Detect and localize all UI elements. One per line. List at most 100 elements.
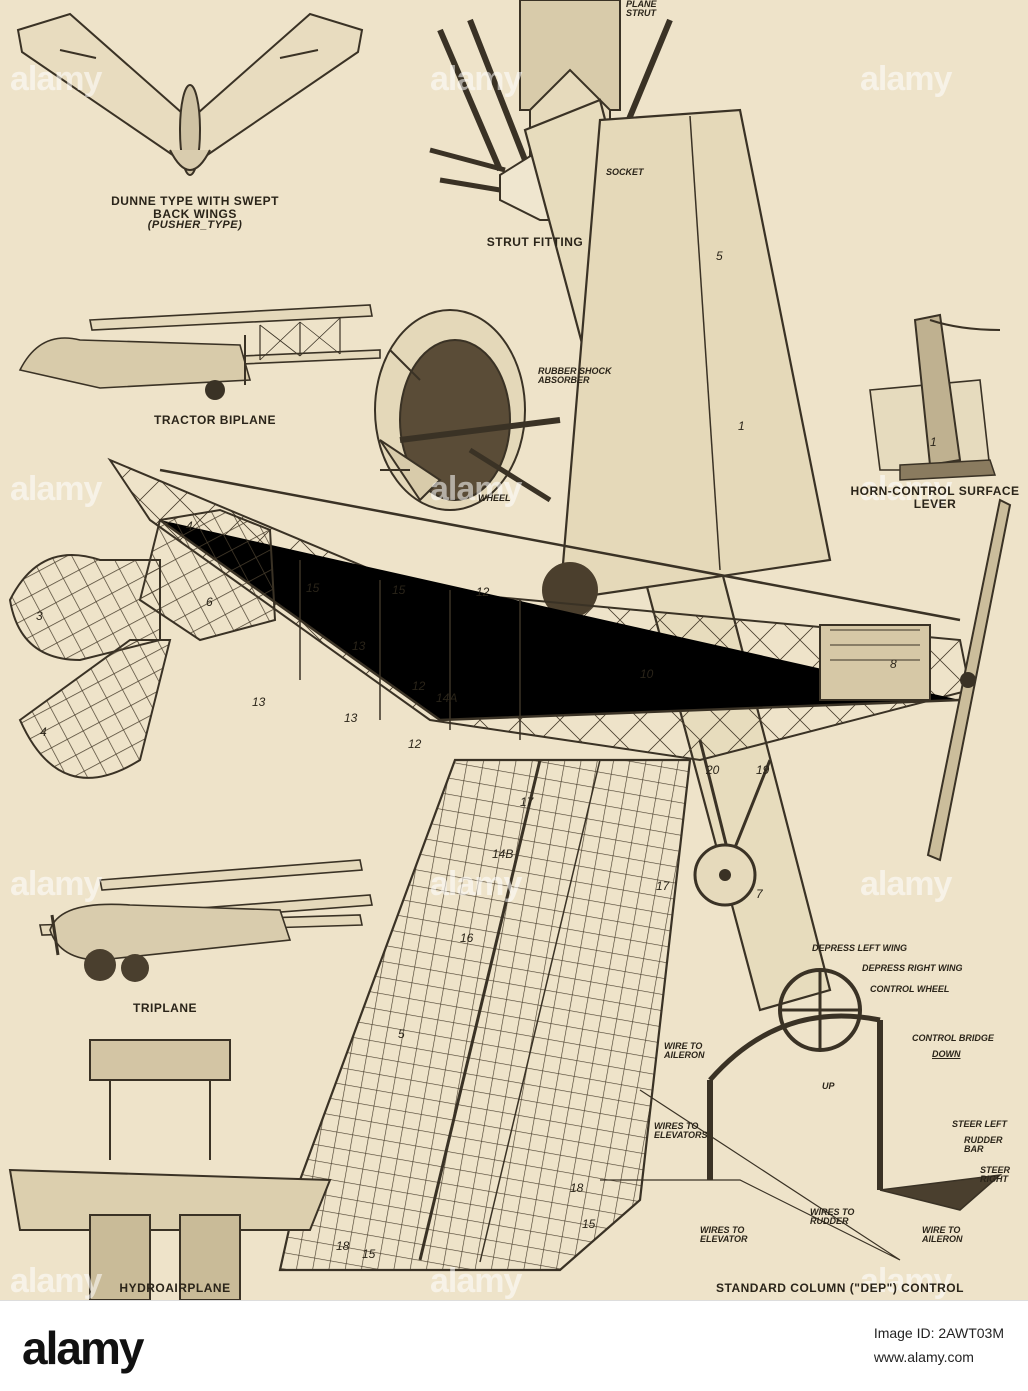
label-down: DOWN bbox=[932, 1049, 961, 1059]
part-number: 19 bbox=[756, 763, 770, 777]
part-number: 14B bbox=[492, 847, 514, 861]
label-strut: STRUT bbox=[626, 8, 656, 19]
triplane-drawing bbox=[39, 859, 373, 982]
label-steer-right-b: RIGHT bbox=[980, 1174, 1008, 1185]
label-depress-right-wing: DEPRESS RIGHT WING bbox=[862, 963, 963, 973]
caption-horn-line2: LEVER bbox=[913, 496, 957, 511]
part-number: 17 bbox=[656, 879, 670, 893]
watermark: alamy bbox=[430, 1262, 522, 1300]
part-number: 15 bbox=[306, 581, 320, 595]
footer-meta: Image ID: 2AWT03M www.alamy.com bbox=[874, 1321, 1004, 1369]
horn-lever-drawing bbox=[869, 313, 1001, 481]
caption-strut-fitting: STRUT FITTING bbox=[486, 235, 584, 249]
main-monoplane-drawing bbox=[8, 98, 1012, 1272]
dunne-swept-wing-drawing bbox=[16, 12, 364, 176]
site-url-text: www.alamy.com bbox=[873, 1349, 974, 1365]
part-number: 13 bbox=[352, 639, 366, 653]
label-steer-right: STEER RIGHT bbox=[980, 1165, 1011, 1185]
label-wires-to-rudder: WIRES TO RUDDER bbox=[810, 1207, 855, 1227]
caption-standard-column-control: STANDARD COLUMN ("DEP") CONTROL bbox=[716, 1281, 964, 1295]
part-number: 15 bbox=[582, 1217, 596, 1231]
part-number: 12 bbox=[412, 679, 426, 693]
shock-absorber-drawing bbox=[374, 309, 561, 511]
label-plane: PLANE bbox=[626, 0, 657, 9]
label-steer-right-a: STEER bbox=[980, 1165, 1011, 1175]
control-column-drawing bbox=[600, 968, 1003, 1261]
part-number: 8 bbox=[890, 657, 897, 671]
part-number: 15 bbox=[392, 583, 406, 597]
label-steer-left: STEER LEFT bbox=[952, 1119, 1008, 1129]
line-art bbox=[8, 0, 1012, 1300]
watermark: alamy bbox=[10, 60, 102, 98]
label-wires-elevator-a: WIRES TO bbox=[700, 1225, 745, 1235]
label-wires-elevators-b: ELEVATORS bbox=[654, 1130, 708, 1141]
label-wire-aileron-1b: AILERON bbox=[664, 1050, 705, 1061]
part-number: 4 bbox=[40, 725, 47, 739]
label-wheel: WHEEL bbox=[478, 493, 511, 503]
label-control-wheel: CONTROL WHEEL bbox=[870, 984, 950, 994]
caption-horn-lever: HORN-CONTROL SURFACE LEVER bbox=[842, 485, 1028, 510]
part-number: 13 bbox=[252, 695, 266, 709]
label-socket: SOCKET bbox=[606, 167, 644, 177]
label-rudder-bar-b: BAR bbox=[964, 1144, 984, 1155]
label-wires-rudder-a: WIRES TO bbox=[810, 1207, 855, 1217]
label-rubber-line2: ABSORBER bbox=[538, 375, 590, 386]
part-number: 20 bbox=[706, 763, 720, 777]
part-number: 18 bbox=[336, 1239, 350, 1253]
watermark: alamy bbox=[10, 865, 102, 903]
caption-hydroairplane: HYDROAIRPLANE bbox=[119, 1281, 231, 1295]
part-number: 1 bbox=[930, 435, 937, 449]
part-number: 17 bbox=[520, 795, 534, 809]
image-id-text: Image ID: 2AWT03M bbox=[873, 1325, 1004, 1341]
watermark: alamy bbox=[430, 865, 522, 903]
part-number: 12 bbox=[408, 737, 422, 751]
label-rudder-bar: RUDDER BAR bbox=[964, 1135, 1003, 1155]
watermark: alamy bbox=[10, 1262, 102, 1300]
label-control-bridge: CONTROL BRIDGE bbox=[912, 1033, 994, 1043]
label-wire-aileron-1a: WIRE TO bbox=[664, 1041, 703, 1051]
watermark: alamy bbox=[860, 1262, 952, 1300]
part-number: 14A bbox=[436, 691, 458, 705]
alamy-logo: alamy bbox=[22, 1322, 144, 1374]
part-number: 12 bbox=[476, 585, 490, 599]
watermark: alamy bbox=[860, 60, 952, 98]
label-up: UP bbox=[822, 1081, 835, 1091]
part-number: 4 bbox=[186, 519, 193, 533]
label-wires-to-elevators: WIRES TO ELEVATORS bbox=[654, 1121, 708, 1141]
caption-dunne-line2: BACK WINGS bbox=[153, 206, 237, 221]
caption-dunne-line3: (PUSHER_TYPE) bbox=[147, 219, 243, 232]
watermark: alamy bbox=[860, 865, 952, 903]
part-number: 5 bbox=[398, 1027, 405, 1041]
label-wire-aileron-2b: AILERON bbox=[922, 1234, 963, 1245]
label-rubber-shock-absorber: RUBBER SHOCK ABSORBER bbox=[538, 366, 612, 386]
watermark: alamy bbox=[430, 470, 522, 508]
part-number: 7 bbox=[756, 887, 763, 901]
part-number: 13 bbox=[344, 711, 358, 725]
part-number: 5 bbox=[716, 249, 723, 263]
label-wire-aileron-2a: WIRE TO bbox=[922, 1225, 961, 1235]
part-number: 16 bbox=[460, 931, 474, 945]
label-wires-rudder-b: RUDDER bbox=[810, 1216, 849, 1227]
watermark: alamy bbox=[860, 470, 952, 508]
label-wire-to-aileron-2: WIRE TO AILERON bbox=[922, 1225, 963, 1245]
caption-tractor-biplane: TRACTOR BIPLANE bbox=[154, 413, 276, 427]
watermark: alamy bbox=[10, 470, 102, 508]
part-number: 1 bbox=[738, 419, 745, 433]
label-rubber-line1: RUBBER SHOCK bbox=[538, 366, 612, 376]
label-wires-to-elevator: WIRES TO ELEVATOR bbox=[700, 1225, 748, 1245]
watermark: alamy bbox=[430, 60, 522, 98]
caption-triplane: TRIPLANE bbox=[133, 1001, 197, 1015]
hydroairplane-drawing bbox=[8, 1039, 332, 1300]
part-number: 3 bbox=[36, 609, 43, 623]
caption-dunne-line1: DUNNE TYPE WITH SWEPT bbox=[111, 194, 279, 208]
tractor-biplane-drawing bbox=[18, 304, 381, 400]
label-wire-to-aileron-1: WIRE TO AILERON bbox=[664, 1041, 705, 1061]
label-wires-elevator-b: ELEVATOR bbox=[700, 1234, 748, 1245]
label-rudder-bar-a: RUDDER bbox=[964, 1135, 1003, 1145]
label-plane-strut: PLANE STRUT bbox=[626, 0, 657, 19]
part-number: 6 bbox=[206, 595, 213, 609]
label-wires-elevators-a: WIRES TO bbox=[654, 1121, 699, 1131]
part-number: 18 bbox=[570, 1181, 584, 1195]
stock-footer: alamy Image ID: 2AWT03M www.alamy.com bbox=[0, 1300, 1028, 1391]
caption-dunne: DUNNE TYPE WITH SWEPT BACK WINGS (PUSHER… bbox=[95, 195, 295, 232]
